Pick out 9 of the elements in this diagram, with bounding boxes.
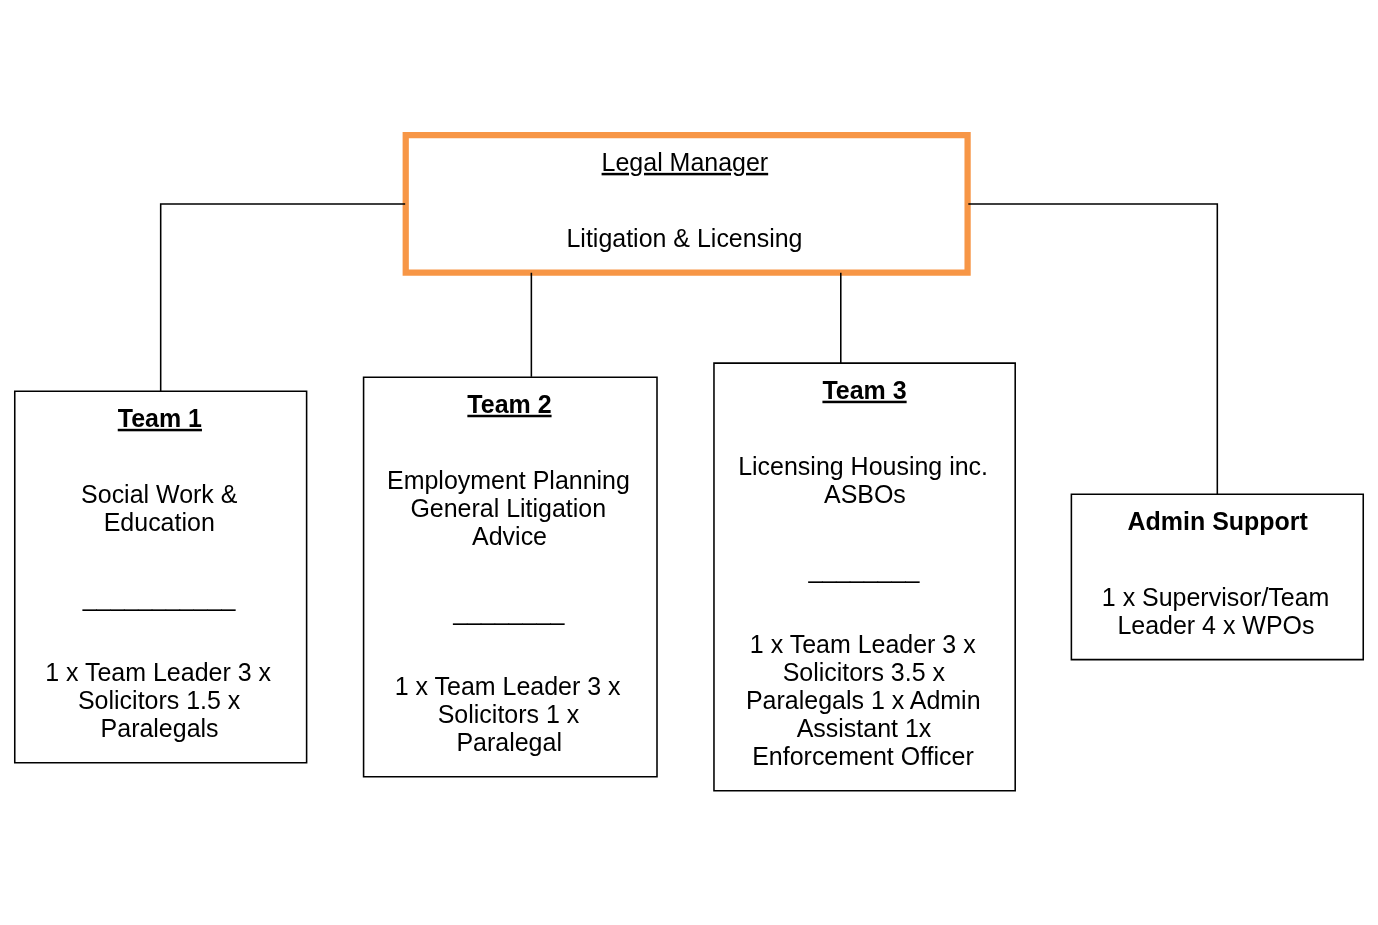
node-box: Team 3 Licensing Housing inc. ASBOs ________ 1 x Team Leader 3 x Solicitors 3.5 x Paralegals 1 x Admin Assistant 1x Enforcement Officer [713,361,1016,792]
node-box: Team 1 Social Work & Education ___________ 1 x Team Leader 3 x Solicitors 1.5 x Paralegals [14,389,308,763]
node-box: Team 2 Employment Planning General Litigation Advice ________ 1 x Team Leader 3 x Solicitors 1 x Paralegal [362,375,658,777]
node-box: Legal Manager Litigation & Licensing [402,131,971,276]
node-box: Admin Support 1 x Supervisor/Team Leader 4 x WPOs [1070,492,1364,660]
connector [840,271,842,364]
connector [967,202,1219,495]
connector [159,202,406,392]
connector [530,271,533,378]
